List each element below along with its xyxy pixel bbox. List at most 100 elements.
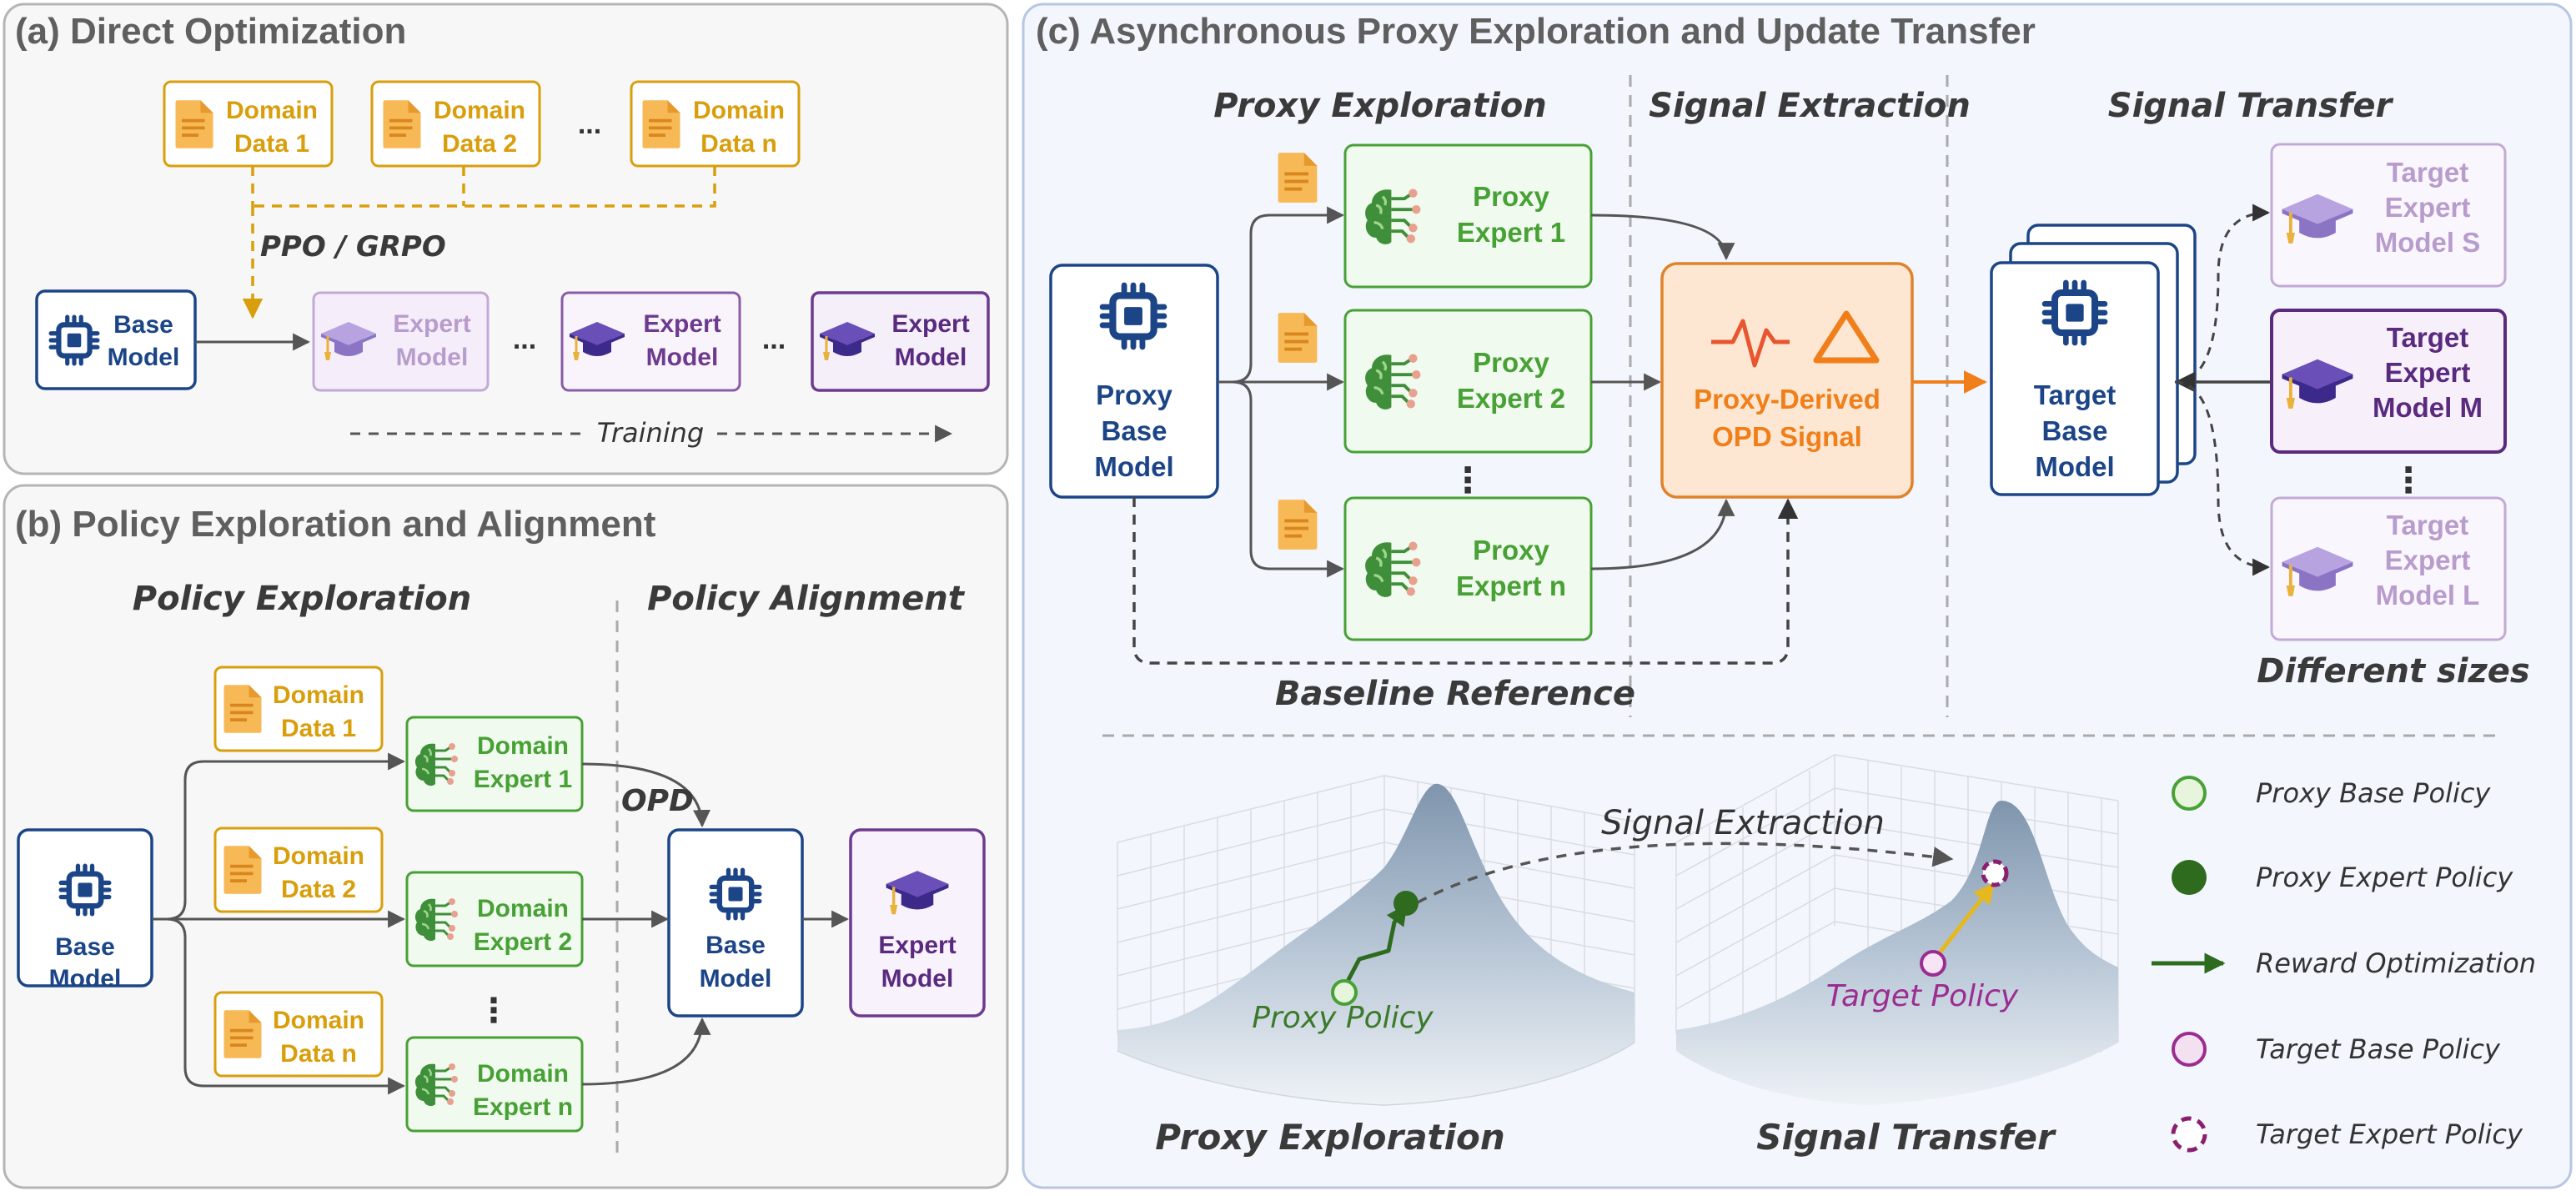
panel-c-title: (c) Asynchronous Proxy Exploration and U…: [1036, 11, 2036, 52]
signal-extraction-label: Signal Extraction: [1601, 804, 1885, 842]
legend-item-proxy-base: Proxy Base Policy: [2172, 776, 2491, 811]
panel-b-expert-n-line1: Domain: [477, 1060, 569, 1088]
panel-a-expert1-line1: Expert: [393, 310, 470, 338]
panel-c-proxy-expert-n: Proxy Expert n: [1343, 496, 1593, 641]
document-icon: [223, 1010, 262, 1058]
panel-c-proxy-base-line3: Model: [1094, 451, 1173, 482]
panel-b-branches: [152, 752, 406, 1095]
panel-c-target-s-line3: Model S: [2375, 227, 2481, 258]
panel-a-ellipsis-2: ...: [762, 324, 786, 355]
document-icon: [1278, 313, 1318, 363]
panel-c-proxy-base-line1: Proxy: [1096, 379, 1173, 410]
panel-b-aligned-base: Base Model: [667, 828, 804, 1018]
document-icon: [175, 100, 213, 148]
panel-c-target-m-line2: Expert: [2385, 357, 2471, 388]
landscape-left-surface: [1117, 783, 1634, 1105]
proxy-optimization-path: [1340, 903, 1409, 992]
panel-c-proxy-expert-n-line2: Expert n: [1456, 570, 1566, 601]
panel-a-base-line1: Base: [113, 311, 173, 339]
panel-c-target-base-line1: Target: [2034, 379, 2116, 410]
panel-b: (b) Policy Exploration and Alignment Pol…: [3, 484, 1009, 1189]
legend-label: Proxy Base Policy: [2256, 777, 2491, 809]
panel-a-expert-light: Expert Model: [312, 291, 490, 392]
panel-b-data-2-line2: Data 2: [281, 876, 356, 903]
panel-c-target-base: Target Base Model: [1990, 224, 2197, 496]
panel-c-proxy-expert-n-line1: Proxy: [1473, 535, 1549, 565]
panel-c-target-m-line3: Model M: [2373, 392, 2483, 423]
panel-b-expert-1-line1: Domain: [477, 732, 569, 760]
panel-c-proxy-expert-2: Proxy Expert 2: [1343, 309, 1593, 454]
legend-label: Target Base Policy: [2256, 1033, 2501, 1065]
panel-a-expert3-line1: Expert: [891, 310, 969, 338]
panel-b-final-line2: Model: [881, 965, 954, 992]
legend-item-target-expert: Target Expert Policy: [2171, 1116, 2523, 1153]
panel-c-target-base-line3: Model: [2035, 451, 2114, 482]
panel-c-baseline-label: Baseline Reference: [1275, 675, 1635, 713]
panel-b-final-expert: Expert Model: [849, 828, 986, 1018]
panel-c-target-s-line1: Target: [2387, 157, 2468, 188]
panel-a-ellipsis-1: ...: [513, 324, 536, 355]
panel-a-base-line2: Model: [108, 344, 180, 371]
delta-icon: [1813, 310, 1880, 364]
panel-c-opd-signal: Proxy-Derived OPD Signal: [1660, 262, 1914, 499]
panel-c: (c) Asynchronous Proxy Exploration and U…: [1022, 3, 2573, 1189]
panel-c-target-l-line2: Expert: [2385, 545, 2471, 575]
panel-b-final-line1: Expert: [878, 932, 956, 959]
panel-a: (a) Direct Optimization Domain Data 1 Do…: [3, 3, 1009, 475]
panel-b-data-1: Domain Data 1: [213, 666, 384, 752]
document-icon: [642, 100, 680, 148]
target-base-policy-marker: [1920, 950, 1946, 977]
target-expert-policy-marker: [1981, 859, 2009, 887]
panel-c-target-expert-l: Target Expert Model L: [2270, 496, 2507, 641]
panel-a-data-1-line1: Domain: [226, 97, 318, 124]
panel-b-heading-exploration: Policy Exploration: [133, 580, 471, 618]
legend-swatch: [2172, 776, 2207, 811]
panel-b-base-line2: Model: [49, 965, 122, 992]
signal-extraction-arrow: [1417, 842, 1954, 904]
panel-c-target-l-line3: Model L: [2376, 580, 2480, 611]
panel-c-target-expert-m: Target Expert Model M: [2270, 309, 2507, 454]
panel-c-proxy-base-line2: Base: [1102, 415, 1167, 446]
legend-item-target-base: Target Base Policy: [2172, 1032, 2501, 1067]
legend-item-reward: Reward Optimization: [2152, 947, 2536, 979]
panel-b-data-1-line1: Domain: [273, 681, 364, 709]
panel-b-base-line1: Base: [55, 933, 115, 961]
legend-label: Target Expert Policy: [2256, 1118, 2523, 1150]
proxy-policy-label: Proxy Policy: [1252, 1001, 1434, 1035]
panel-b-data-1-line2: Data 1: [281, 715, 356, 742]
panel-a-title: (a) Direct Optimization: [15, 11, 406, 52]
landscape-right-caption: Signal Transfer: [1756, 1117, 2056, 1158]
panel-b-base-model: Base Model: [17, 828, 153, 992]
document-icon: [1278, 500, 1318, 550]
document-icon: [223, 685, 262, 733]
panel-b-vdots: ⋮: [477, 992, 510, 1030]
panel-a-expert2-line1: Expert: [643, 310, 721, 338]
panel-a-data-n-line1: Domain: [693, 97, 785, 124]
panel-a-data-1: Domain Data 1: [163, 80, 334, 168]
panel-b-opd-label: OPD: [621, 784, 694, 818]
panel-b-title: (b) Policy Exploration and Alignment: [15, 504, 656, 545]
panel-c-target-vdots: ⋮: [2391, 460, 2426, 500]
panel-c-proxy-base: Proxy Base Model: [1049, 264, 1219, 499]
legend: Proxy Base Policy Proxy Expert Policy Re…: [2152, 776, 2536, 1153]
proxy-base-policy-marker: [1331, 979, 1358, 1006]
panel-a-data-2-line1: Domain: [434, 97, 525, 124]
panel-c-proxy-expert-1: Proxy Expert 1: [1343, 143, 1593, 289]
panel-a-expert-dark: Expert Model: [811, 291, 990, 392]
panel-c-target-expert-s: Target Expert Model S: [2270, 143, 2507, 288]
landscape-right: Target Policy Signal Transfer: [1675, 754, 2119, 1158]
panel-c-arrow-expertn-opd: [1590, 498, 1735, 570]
panel-a-data-n-line2: Data n: [700, 130, 777, 158]
panel-c-branches: [1218, 206, 1345, 578]
panel-c-target-l-line1: Target: [2387, 510, 2468, 540]
panel-a-expert2-line2: Model: [646, 344, 719, 371]
panel-a-data-collector: [242, 166, 716, 319]
panel-c-opd-line2: OPD Signal: [1712, 421, 1862, 452]
legend-label: Proxy Expert Policy: [2256, 862, 2513, 893]
panel-c-target-base-line2: Base: [2042, 415, 2108, 446]
panel-c-heading-extraction: Signal Extraction: [1649, 87, 1971, 125]
panel-b-heading-alignment: Policy Alignment: [647, 580, 966, 618]
panel-b-expert-1-line2: Expert 1: [474, 766, 572, 793]
target-transfer-path: [1933, 882, 1995, 961]
